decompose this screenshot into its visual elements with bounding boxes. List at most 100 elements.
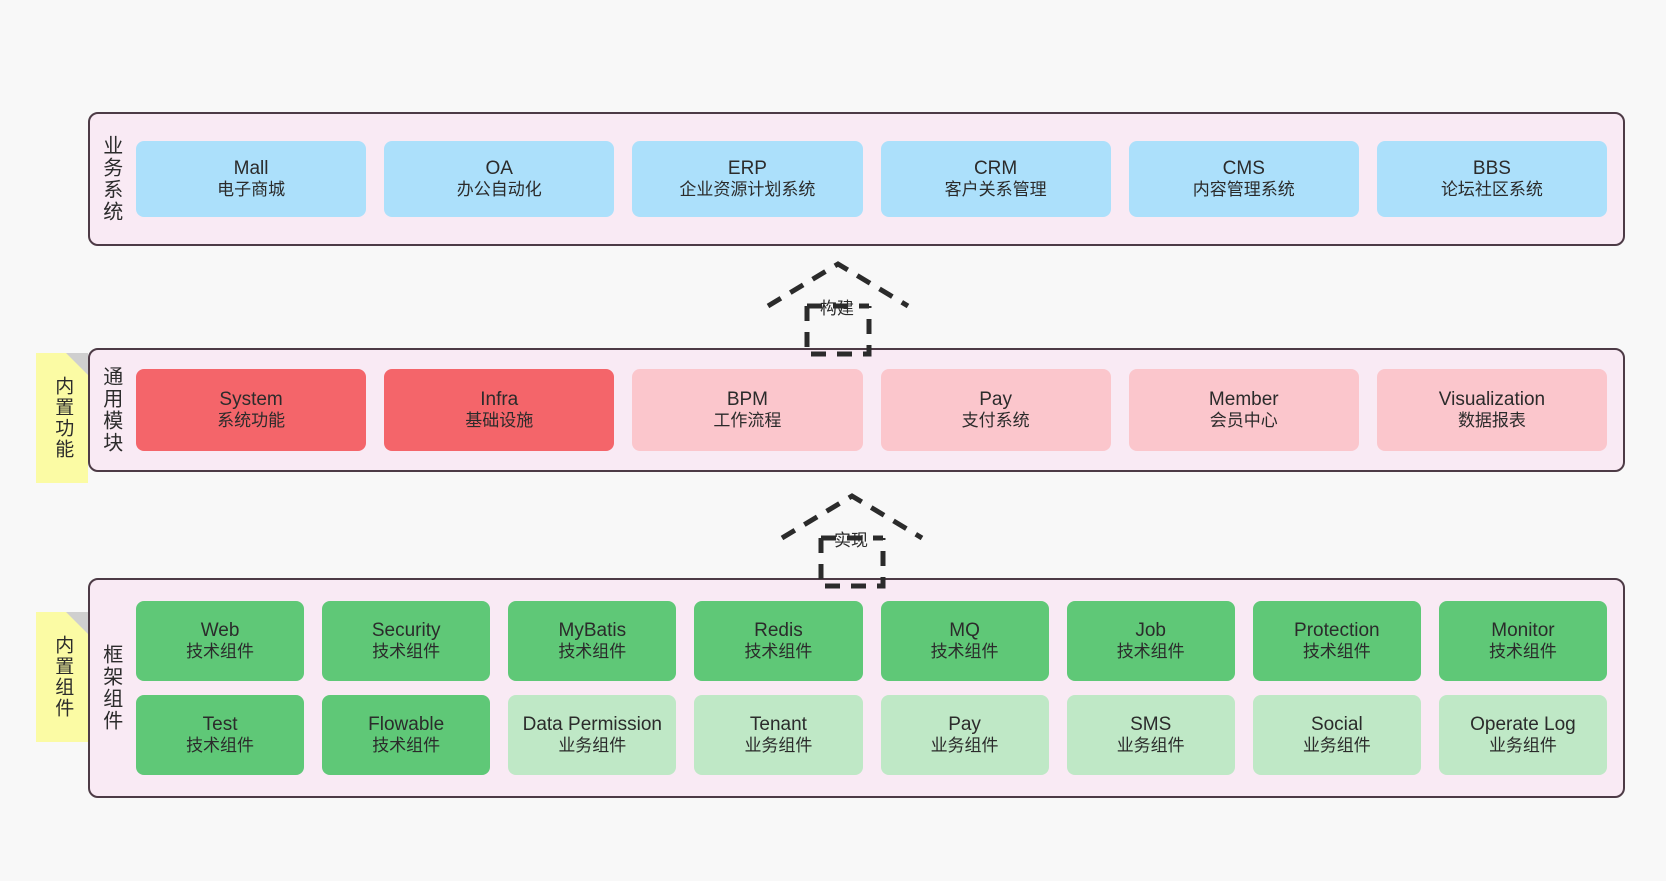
- card-title-en: Security: [371, 620, 441, 642]
- card-mq[interactable]: MQ 技术组件: [880, 601, 1049, 681]
- card-title-en: SMS: [1130, 714, 1172, 736]
- card-title-cn: 技术组件: [372, 642, 441, 662]
- card-title-cn: 业务组件: [1302, 736, 1371, 756]
- card-row: Web 技术组件 Security 技术组件 MyBatis 技术组件 Redi…: [136, 601, 1607, 681]
- card-row: Mall 电子商城 OA 办公自动化 ERP 企业资源计划系统 CRM 客户关系…: [136, 141, 1608, 217]
- card-title-en: Redis: [754, 620, 803, 642]
- card-title-cn: 业务组件: [930, 736, 999, 756]
- card-title-en: Mall: [233, 158, 269, 180]
- card-title-cn: 技术组件: [1488, 642, 1557, 662]
- card-row: System 系统功能 Infra 基础设施 BPM 工作流程 Pay 支付系统…: [136, 369, 1608, 451]
- connector-implement-label: 实现: [834, 531, 868, 550]
- card-mall[interactable]: Mall 电子商城: [136, 141, 367, 217]
- card-title-cn: 系统功能: [217, 411, 286, 431]
- card-system[interactable]: System 系统功能: [136, 369, 367, 451]
- layer-business-system[interactable]: 业务系统 Mall 电子商城 OA 办公自动化 ERP 企业资源计划系统 CRM…: [88, 112, 1625, 246]
- card-title-cn: 支付系统: [961, 411, 1030, 431]
- card-protection[interactable]: Protection 技术组件: [1252, 601, 1421, 681]
- layer-framework-component[interactable]: 框架组件 Web 技术组件 Security 技术组件 MyBatis 技术组件…: [88, 578, 1625, 798]
- card-data-permission[interactable]: Data Permission 业务组件: [508, 695, 677, 775]
- card-title-en: Tenant: [749, 714, 807, 736]
- layer-common-module[interactable]: 通用模块 System 系统功能 Infra 基础设施 BPM 工作流程 Pay…: [88, 348, 1625, 472]
- layer-title-business-system: 业务系统: [99, 135, 122, 223]
- card-job[interactable]: Job 技术组件: [1066, 601, 1235, 681]
- card-title-cn: 办公自动化: [456, 180, 542, 200]
- sticky-note-builtin-feature: 内置功能: [36, 353, 88, 483]
- card-title-en: Flowable: [368, 714, 445, 736]
- card-title-cn: 基础设施: [465, 411, 534, 431]
- card-title-en: BBS: [1472, 158, 1511, 180]
- card-title-en: ERP: [727, 158, 767, 180]
- card-web[interactable]: Web 技术组件: [136, 601, 305, 681]
- card-test[interactable]: Test 技术组件: [136, 695, 305, 775]
- card-oa[interactable]: OA 办公自动化: [384, 141, 615, 217]
- card-mybatis[interactable]: MyBatis 技术组件: [508, 601, 677, 681]
- card-title-cn: 技术组件: [1116, 642, 1185, 662]
- connector-build: 构建: [758, 258, 918, 358]
- layer-body-common-module: System 系统功能 Infra 基础设施 BPM 工作流程 Pay 支付系统…: [130, 350, 1623, 470]
- sticky-fold-icon: [66, 612, 88, 634]
- card-title-cn: 技术组件: [186, 642, 255, 662]
- layer-title-framework-component: 框架组件: [99, 644, 122, 732]
- card-member[interactable]: Member 会员中心: [1128, 369, 1359, 451]
- card-redis[interactable]: Redis 技术组件: [694, 601, 863, 681]
- card-flowable[interactable]: Flowable 技术组件: [322, 695, 491, 775]
- card-title-cn: 技术组件: [186, 736, 255, 756]
- card-title-cn: 技术组件: [744, 642, 813, 662]
- card-title-en: Social: [1310, 714, 1363, 736]
- card-title-cn: 工作流程: [713, 411, 782, 431]
- card-tenant[interactable]: Tenant 业务组件: [694, 695, 863, 775]
- sticky-note-label: 内置组件: [52, 635, 74, 719]
- card-title-en: Monitor: [1491, 620, 1555, 642]
- sticky-note-label: 内置功能: [52, 376, 74, 460]
- card-title-en: Pay: [979, 389, 1012, 411]
- card-bpm[interactable]: BPM 工作流程: [632, 369, 863, 451]
- card-title-cn: 技术组件: [930, 642, 999, 662]
- connector-build-arrow: [766, 261, 910, 357]
- card-cms[interactable]: CMS 内容管理系统: [1128, 141, 1359, 217]
- card-title-en: Pay: [948, 714, 981, 736]
- card-title-en: Test: [202, 714, 238, 736]
- card-pay[interactable]: Pay 支付系统: [880, 369, 1111, 451]
- connector-implement-arrow: [780, 493, 924, 589]
- card-title-en: OA: [485, 158, 513, 180]
- card-title-en: Member: [1208, 389, 1279, 411]
- card-title-cn: 电子商城: [217, 180, 286, 200]
- card-visualization[interactable]: Visualization 数据报表: [1376, 369, 1608, 451]
- card-title-cn: 企业资源计划系统: [679, 180, 816, 200]
- card-social[interactable]: Social 业务组件: [1252, 695, 1421, 775]
- card-title-en: CRM: [973, 158, 1018, 180]
- connector-build-label: 构建: [820, 299, 854, 318]
- connector-implement: 实现: [772, 490, 932, 590]
- layer-title-common-module: 通用模块: [99, 366, 122, 454]
- card-title-cn: 技术组件: [372, 736, 441, 756]
- card-security[interactable]: Security 技术组件: [322, 601, 491, 681]
- card-title-cn: 客户关系管理: [944, 180, 1047, 200]
- card-bbs[interactable]: BBS 论坛社区系统: [1376, 141, 1608, 217]
- sticky-fold-icon: [66, 353, 88, 375]
- card-row: Test 技术组件 Flowable 技术组件 Data Permission …: [136, 695, 1607, 775]
- card-infra[interactable]: Infra 基础设施: [384, 369, 615, 451]
- card-title-cn: 技术组件: [1302, 642, 1371, 662]
- card-title-cn: 业务组件: [744, 736, 813, 756]
- card-title-en: CMS: [1222, 158, 1265, 180]
- card-title-cn: 数据报表: [1457, 411, 1526, 431]
- card-title-en: MQ: [949, 620, 980, 642]
- card-title-en: Protection: [1294, 620, 1380, 642]
- card-title-en: Visualization: [1438, 389, 1546, 411]
- card-operate-log[interactable]: Operate Log 业务组件: [1438, 695, 1607, 775]
- card-title-cn: 会员中心: [1209, 411, 1278, 431]
- card-monitor[interactable]: Monitor 技术组件: [1438, 601, 1607, 681]
- layer-body-business-system: Mall 电子商城 OA 办公自动化 ERP 企业资源计划系统 CRM 客户关系…: [130, 114, 1623, 244]
- card-title-cn: 业务组件: [1116, 736, 1185, 756]
- card-sms[interactable]: SMS 业务组件: [1066, 695, 1235, 775]
- card-title-en: BPM: [726, 389, 769, 411]
- card-crm[interactable]: CRM 客户关系管理: [880, 141, 1111, 217]
- sticky-note-builtin-component: 内置组件: [36, 612, 88, 742]
- layer-body-framework-component: Web 技术组件 Security 技术组件 MyBatis 技术组件 Redi…: [130, 580, 1623, 796]
- card-erp[interactable]: ERP 企业资源计划系统: [632, 141, 863, 217]
- card-title-en: Data Permission: [522, 714, 662, 736]
- card-pay-business[interactable]: Pay 业务组件: [880, 695, 1049, 775]
- card-title-cn: 业务组件: [1488, 736, 1557, 756]
